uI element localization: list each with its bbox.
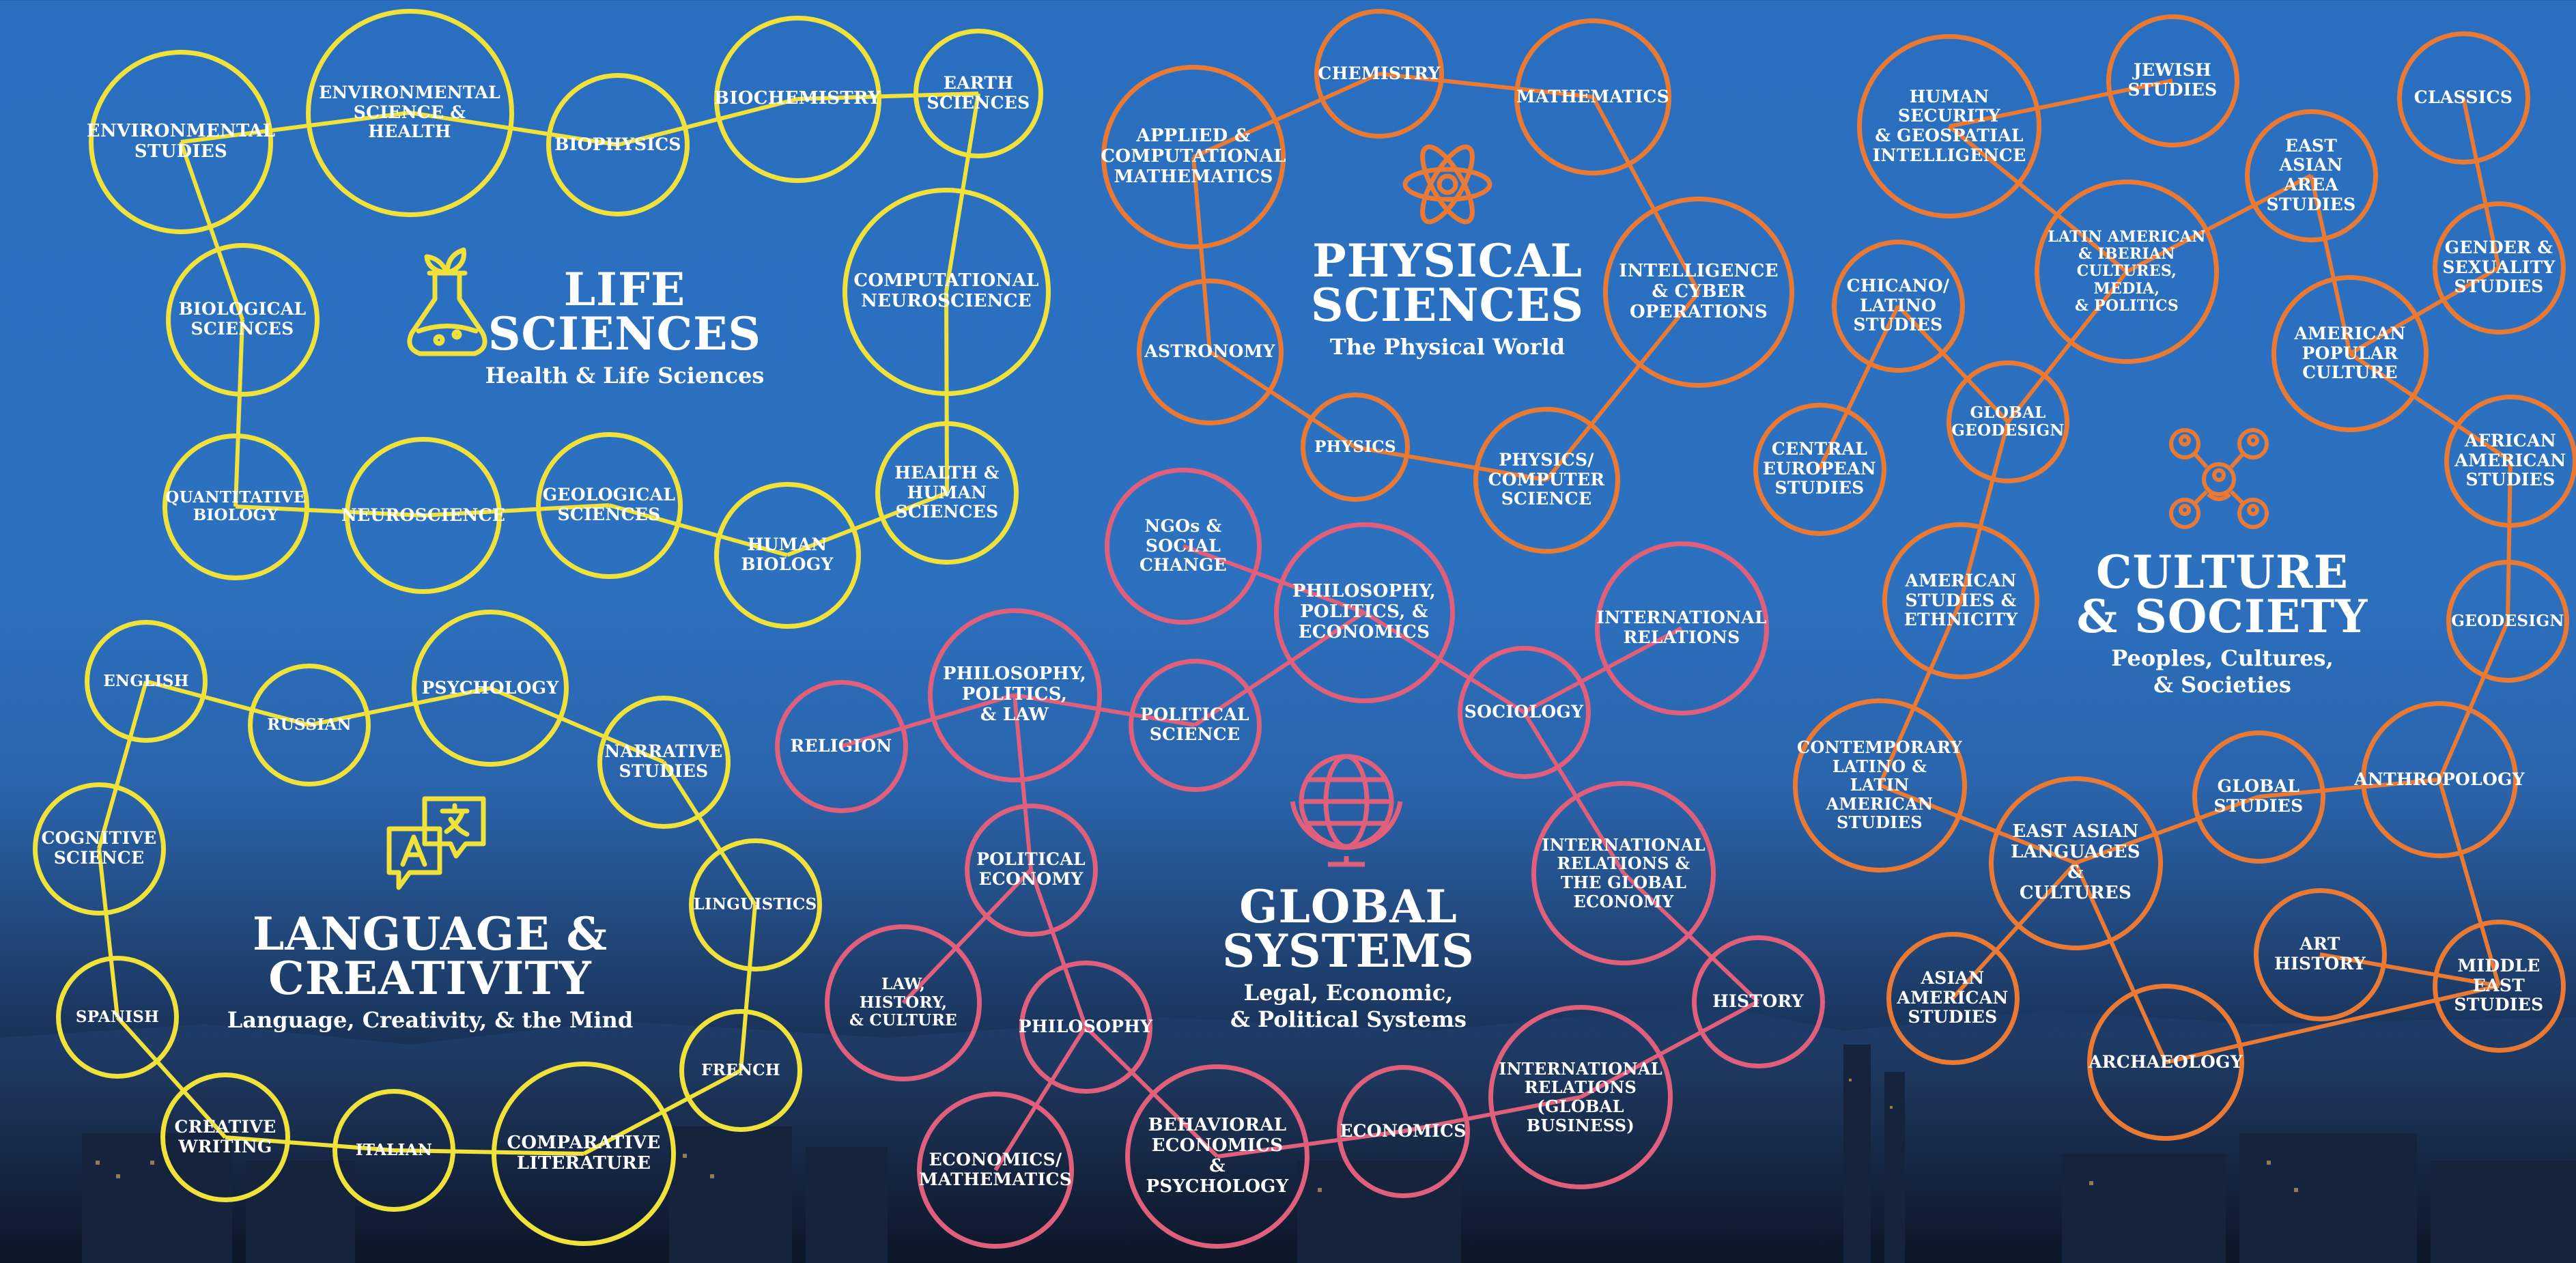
- major-earth-sci[interactable]: EARTH SCIENCES: [914, 29, 1043, 158]
- major-chemistry[interactable]: CHEMISTRY: [1314, 9, 1444, 139]
- major-archaeology[interactable]: ARCHAEOLOGY: [2087, 984, 2244, 1141]
- major-central-eu[interactable]: CENTRAL EUROPEAN STUDIES: [1753, 402, 1886, 536]
- cluster-subtitle: Health & Life Sciences: [485, 363, 765, 389]
- major-narrative[interactable]: NARRATIVE STUDIES: [597, 695, 731, 829]
- major-latin-iberian[interactable]: LATIN AMERICAN & IBERIAN CULTURES, MEDIA…: [2035, 180, 2219, 364]
- major-pol-econ[interactable]: POLITICAL ECONOMY: [964, 803, 1098, 937]
- major-neuroscience[interactable]: NEUROSCIENCE: [341, 437, 505, 594]
- major-religion[interactable]: RELIGION: [774, 679, 908, 813]
- major-ppe[interactable]: PHILOSOPHY, POLITICS, & ECONOMICS: [1273, 522, 1455, 703]
- cluster-title: GLOBAL SYSTEMS: [1222, 880, 1475, 978]
- cluster-title: LANGUAGE & CREATIVITY: [252, 907, 608, 1005]
- cluster-language: LANGUAGE & CREATIVITY Language, Creativi…: [178, 907, 683, 1034]
- major-comp-lit[interactable]: COMPARATIVE LITERATURE: [492, 1062, 676, 1246]
- major-physics-cs[interactable]: PHYSICS/ COMPUTER SCIENCE: [1473, 406, 1620, 554]
- cluster-culture: CULTURE & SOCIETY Peoples, Cultures, & S…: [2069, 550, 2376, 698]
- major-cont-latino[interactable]: CONTEMPORARY LATINO & LATIN AMERICAN STU…: [1792, 698, 1967, 872]
- major-am-ethnicity[interactable]: AMERICAN STUDIES & ETHNICITY: [1882, 522, 2039, 679]
- major-philosophy[interactable]: PHILOSOPHY: [1019, 960, 1152, 1094]
- people-network-icon: [2169, 428, 2269, 529]
- cluster-subtitle: Peoples, Cultures, & Societies: [2111, 645, 2334, 698]
- major-economics[interactable]: ECONOMICS: [1336, 1064, 1470, 1198]
- major-russian[interactable]: RUSSIAN: [248, 664, 371, 786]
- major-sociology[interactable]: SOCIOLOGY: [1457, 645, 1591, 779]
- major-health-hum[interactable]: HEALTH & HUMAN SCIENCES: [875, 421, 1019, 565]
- cluster-life: LIFE SCIENCES Health & Life Sciences: [471, 263, 778, 389]
- major-human-bio[interactable]: HUMAN BIOLOGY: [713, 481, 861, 629]
- major-env-sci-health[interactable]: ENVIRONMENTAL SCIENCE & HEALTH: [305, 8, 514, 217]
- major-east-asian-area[interactable]: EAST ASIAN AREA STUDIES: [2244, 109, 2378, 242]
- major-quant-bio[interactable]: QUANTITATIVE BIOLOGY: [162, 433, 309, 580]
- major-english[interactable]: ENGLISH: [85, 620, 208, 743]
- major-global-geodesign[interactable]: GLOBAL GEODESIGN: [1947, 360, 2069, 483]
- cluster-title: CULTURE & SOCIETY: [2076, 545, 2368, 643]
- major-poli-sci[interactable]: POLITICAL SCIENCE: [1128, 658, 1262, 792]
- cluster-physical: PHYSICAL SCIENCES The Physical World: [1284, 234, 1611, 360]
- major-biophysics[interactable]: BIOPHYSICS: [546, 73, 690, 216]
- major-cog-sci[interactable]: COGNITIVE SCIENCE: [32, 782, 166, 916]
- major-intel-cyber[interactable]: INTELLIGENCE & CYBER OPERATIONS: [1603, 197, 1794, 388]
- translation-icon: [386, 796, 486, 890]
- major-behav-econ[interactable]: BEHAVIORAL ECONOMICS & PSYCHOLOGY: [1125, 1064, 1310, 1249]
- major-italian[interactable]: ITALIAN: [332, 1089, 455, 1212]
- cluster-title: LIFE SCIENCES: [487, 263, 762, 360]
- major-ngos[interactable]: NGOs & SOCIAL CHANGE: [1105, 468, 1262, 625]
- cluster-subtitle: Language, Creativity, & the Mind: [227, 1007, 634, 1034]
- major-jewish[interactable]: JEWISH STUDIES: [2106, 14, 2239, 147]
- major-creative[interactable]: CREATIVE WRITING: [160, 1073, 290, 1202]
- major-chicano[interactable]: CHICANO/ LATINO STUDIES: [1831, 239, 1965, 373]
- major-mathematics[interactable]: MATHEMATICS: [1514, 18, 1671, 175]
- major-american-pop[interactable]: AMERICAN POPULAR CULTURE: [2271, 275, 2429, 432]
- major-french[interactable]: FRENCH: [679, 1009, 802, 1132]
- cluster-title: PHYSICAL SCIENCES: [1310, 234, 1585, 332]
- major-econ-math[interactable]: ECONOMICS/ MATHEMATICS: [917, 1092, 1074, 1249]
- flask-icon: [407, 247, 487, 356]
- major-human-sec[interactable]: HUMAN SECURITY & GEOSPATIAL INTELLIGENCE: [1857, 34, 2041, 218]
- major-classics[interactable]: CLASSICS: [2396, 31, 2530, 165]
- major-geo-sci[interactable]: GEOLOGICAL SCIENCES: [535, 431, 683, 579]
- major-physics[interactable]: PHYSICS: [1301, 393, 1410, 502]
- cluster-global: GLOBAL SYSTEMS Legal, Economic, & Politi…: [1195, 880, 1502, 1032]
- major-spanish[interactable]: SPANISH: [56, 956, 179, 1079]
- major-ir-business[interactable]: INTERNATIONAL RELATIONS (GLOBAL BUSINESS…: [1488, 1005, 1673, 1189]
- major-middle-east[interactable]: MIDDLE EAST STUDIES: [2432, 919, 2566, 1053]
- major-global-studies[interactable]: GLOBAL STUDIES: [2192, 730, 2325, 864]
- major-african-am[interactable]: AFRICAN AMERICAN STUDIES: [2444, 394, 2576, 528]
- major-geodesign[interactable]: GEODESIGN: [2446, 560, 2569, 683]
- atom-icon: [1402, 144, 1492, 225]
- major-env-studies[interactable]: ENVIRONMENTAL STUDIES: [87, 50, 275, 234]
- major-intl-rel[interactable]: INTERNATIONAL RELATIONS: [1594, 541, 1769, 715]
- cluster-subtitle: Legal, Economic, & Political Systems: [1230, 980, 1467, 1032]
- major-comp-neuro[interactable]: COMPUTATIONAL NEUROSCIENCE: [842, 187, 1051, 396]
- major-asian-am[interactable]: ASIAN AMERICAN STUDIES: [1886, 931, 2020, 1065]
- globe-icon: [1290, 754, 1403, 867]
- major-astronomy[interactable]: ASTRONOMY: [1136, 278, 1284, 425]
- major-east-asian-lang[interactable]: EAST ASIAN LANGUAGES & CULTURES: [1988, 776, 2163, 950]
- major-bio-sci[interactable]: BIOLOGICAL SCIENCES: [165, 242, 320, 397]
- cluster-subtitle: The Physical World: [1329, 334, 1566, 360]
- major-ir-global-econ[interactable]: INTERNATIONAL RELATIONS & THE GLOBAL ECO…: [1531, 781, 1716, 965]
- major-biochemistry[interactable]: BIOCHEMISTRY: [713, 15, 881, 183]
- major-gender[interactable]: GENDER & SEXUALITY STUDIES: [2432, 201, 2566, 335]
- major-anthropology[interactable]: ANTHROPOLOGY: [2354, 701, 2525, 858]
- major-art-history[interactable]: ART HISTORY: [2253, 888, 2387, 1021]
- major-applied-math[interactable]: APPLIED & COMPUTATIONAL MATHEMATICS: [1101, 65, 1286, 249]
- major-psychology[interactable]: PSYCHOLOGY: [412, 610, 569, 767]
- major-history[interactable]: HISTORY: [1691, 935, 1825, 1068]
- major-linguistics[interactable]: LINGUISTICS: [688, 838, 822, 971]
- major-law-hist[interactable]: LAW, HISTORY, & CULTURE: [825, 924, 982, 1081]
- major-ppl[interactable]: PHILOSOPHY, POLITICS, & LAW: [927, 608, 1102, 782]
